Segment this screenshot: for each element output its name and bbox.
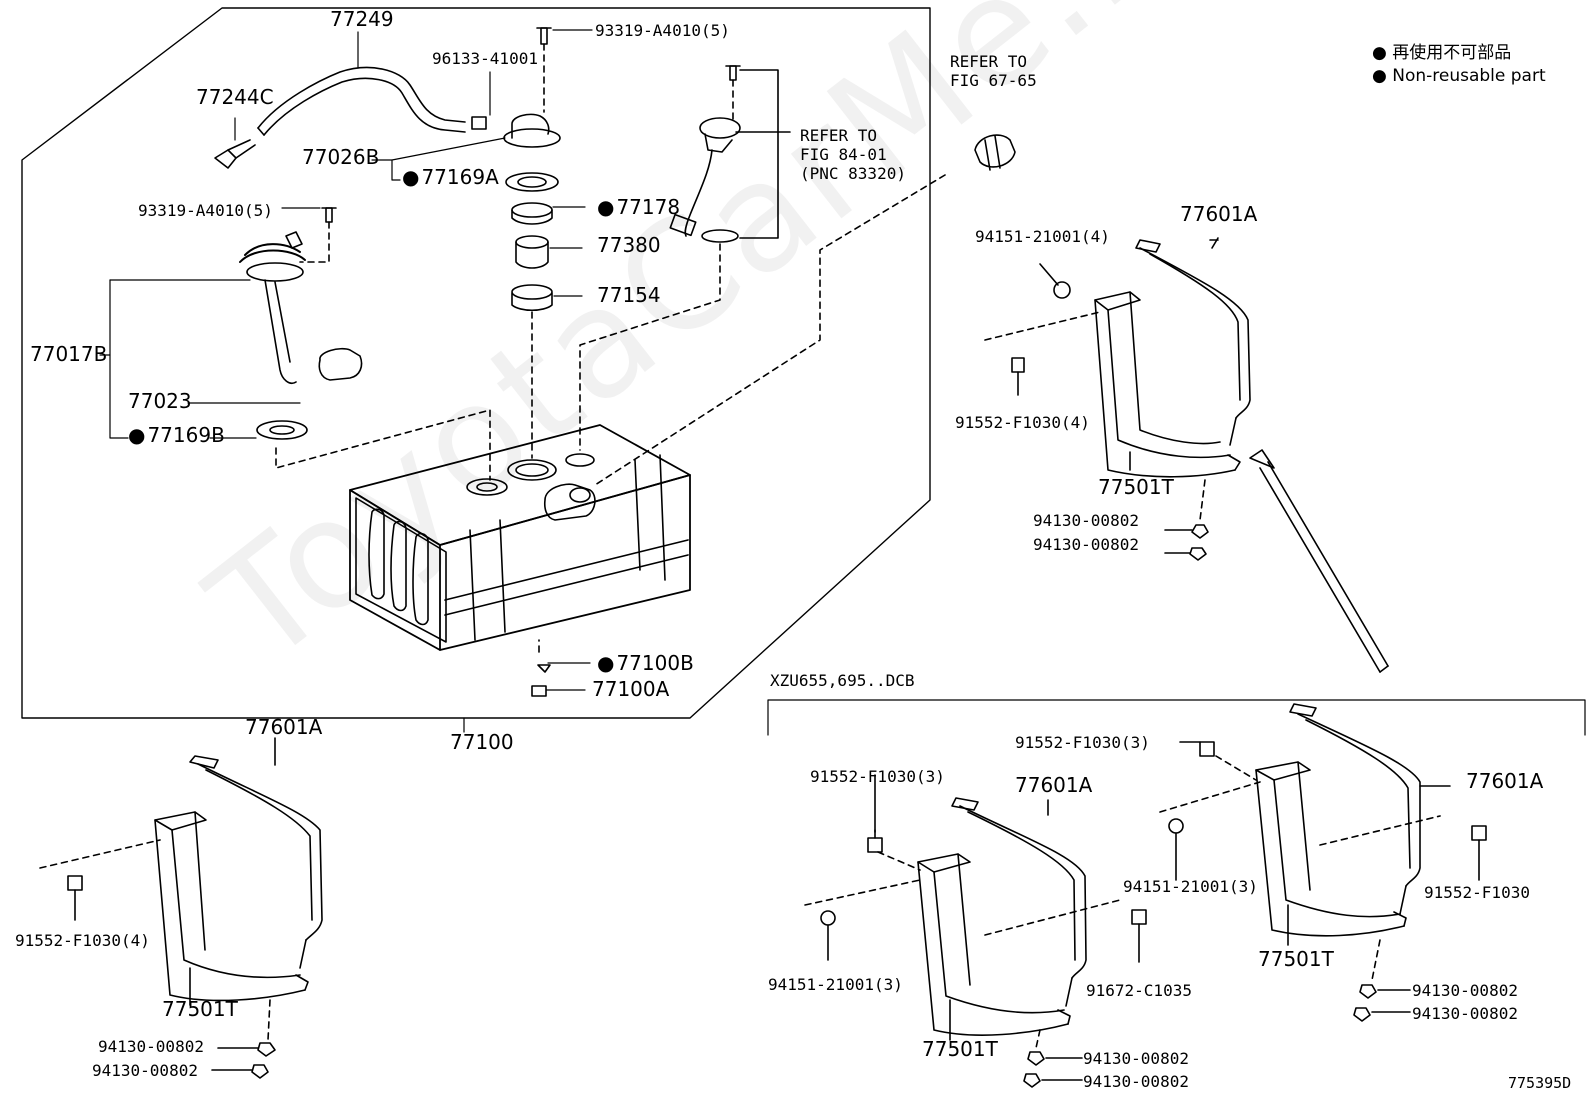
mid-part-77601a[interactable]: 77601A (1015, 773, 1093, 797)
legend-line-jp: ● 再使用不可部品 (1372, 43, 1512, 63)
rb-part-77601a[interactable]: 77601A (1466, 769, 1544, 793)
left-part-94130-b[interactable]: 94130-00802 (92, 1061, 198, 1080)
fuel-tank (349, 424, 691, 651)
right-part-94151[interactable]: 94151-21001(4) (975, 227, 1110, 246)
mid-part-94151[interactable]: 94151-21001(3) (768, 975, 903, 994)
mid-part-91552-top[interactable]: 91552-F1030(3) (1015, 733, 1150, 752)
right-part-91552[interactable]: 91552-F1030(4) (955, 413, 1090, 432)
right-part-77501t[interactable]: 77501T (1098, 475, 1174, 499)
mid-part-94130-a[interactable]: 94130-00802 (1083, 1049, 1189, 1068)
part-93319-left[interactable]: 93319-A4010(5) (138, 201, 273, 220)
filler-cap (594, 134, 1016, 486)
rb-part-94130-a[interactable]: 94130-00802 (1412, 981, 1518, 1000)
legend-line-en: ● Non-reusable part (1372, 66, 1546, 86)
variant-frame (767, 699, 1586, 736)
right-part-77601a[interactable]: 77601A (1180, 202, 1258, 226)
part-77017b[interactable]: 77017B (30, 342, 108, 366)
rb-part-94130-b[interactable]: 94130-00802 (1412, 1004, 1518, 1023)
part-77244c[interactable]: 77244C (196, 85, 274, 109)
mid-part-91672[interactable]: 91672-C1035 (1086, 981, 1192, 1000)
right-part-94130-b[interactable]: 94130-00802 (1033, 535, 1139, 554)
variant-label: XZU655,695..DCB (770, 671, 915, 690)
part-77026b[interactable]: 77026B (302, 145, 380, 169)
part-77169b[interactable]: 77169B (128, 425, 224, 445)
left-part-77501t[interactable]: 77501T (162, 997, 238, 1021)
part-77249[interactable]: 77249 (330, 7, 394, 31)
refer-84-01: REFER TO FIG 84-01 (PNC 83320) (800, 126, 906, 183)
mid-part-94130-b[interactable]: 94130-00802 (1083, 1072, 1189, 1091)
right-part-94130-a[interactable]: 94130-00802 (1033, 511, 1139, 530)
main-frame (21, 7, 931, 719)
part-77100b[interactable]: 77100B (597, 653, 693, 673)
part-77169a[interactable]: 77169A (402, 167, 498, 187)
fuel-sender (579, 65, 791, 451)
left-part-91552[interactable]: 91552-F1030(4) (15, 931, 150, 950)
legend: ● 再使用不可部品 ● Non-reusable part (1372, 42, 1546, 88)
left-part-94130-a[interactable]: 94130-00802 (98, 1037, 204, 1056)
rb-part-91552[interactable]: 91552-F1030 (1424, 883, 1530, 902)
part-77178[interactable]: 77178 (597, 197, 680, 217)
middle-strap-assembly (804, 774, 1147, 1088)
right-strap-assembly (984, 237, 1389, 673)
rb-part-94151[interactable]: 94151-21001(3) (1123, 877, 1258, 896)
pump-assembly (239, 207, 491, 481)
rb-part-77501t[interactable]: 77501T (1258, 947, 1334, 971)
drain-plug (531, 639, 551, 697)
part-93319-top[interactable]: 93319-A4010(5) (595, 21, 730, 40)
part-77100[interactable]: 77100 (450, 730, 514, 754)
mid-part-77501t[interactable]: 77501T (922, 1037, 998, 1061)
left-strap-assembly (39, 737, 323, 1079)
part-77100a[interactable]: 77100A (592, 677, 670, 701)
mid-part-91552[interactable]: 91552-F1030(3) (810, 767, 945, 786)
part-96133-41001[interactable]: 96133-41001 (432, 49, 538, 68)
part-77380[interactable]: 77380 (597, 233, 661, 257)
part-77154[interactable]: 77154 (597, 283, 661, 307)
refer-67-65: REFER TO FIG 67-65 (950, 52, 1037, 90)
figure-id: 775395D (1508, 1074, 1572, 1092)
right-bottom-strap-assembly (1159, 703, 1487, 1022)
part-77023[interactable]: 77023 (128, 389, 192, 413)
left-part-77601a[interactable]: 77601A (245, 715, 323, 739)
leader-lines (99, 29, 593, 733)
